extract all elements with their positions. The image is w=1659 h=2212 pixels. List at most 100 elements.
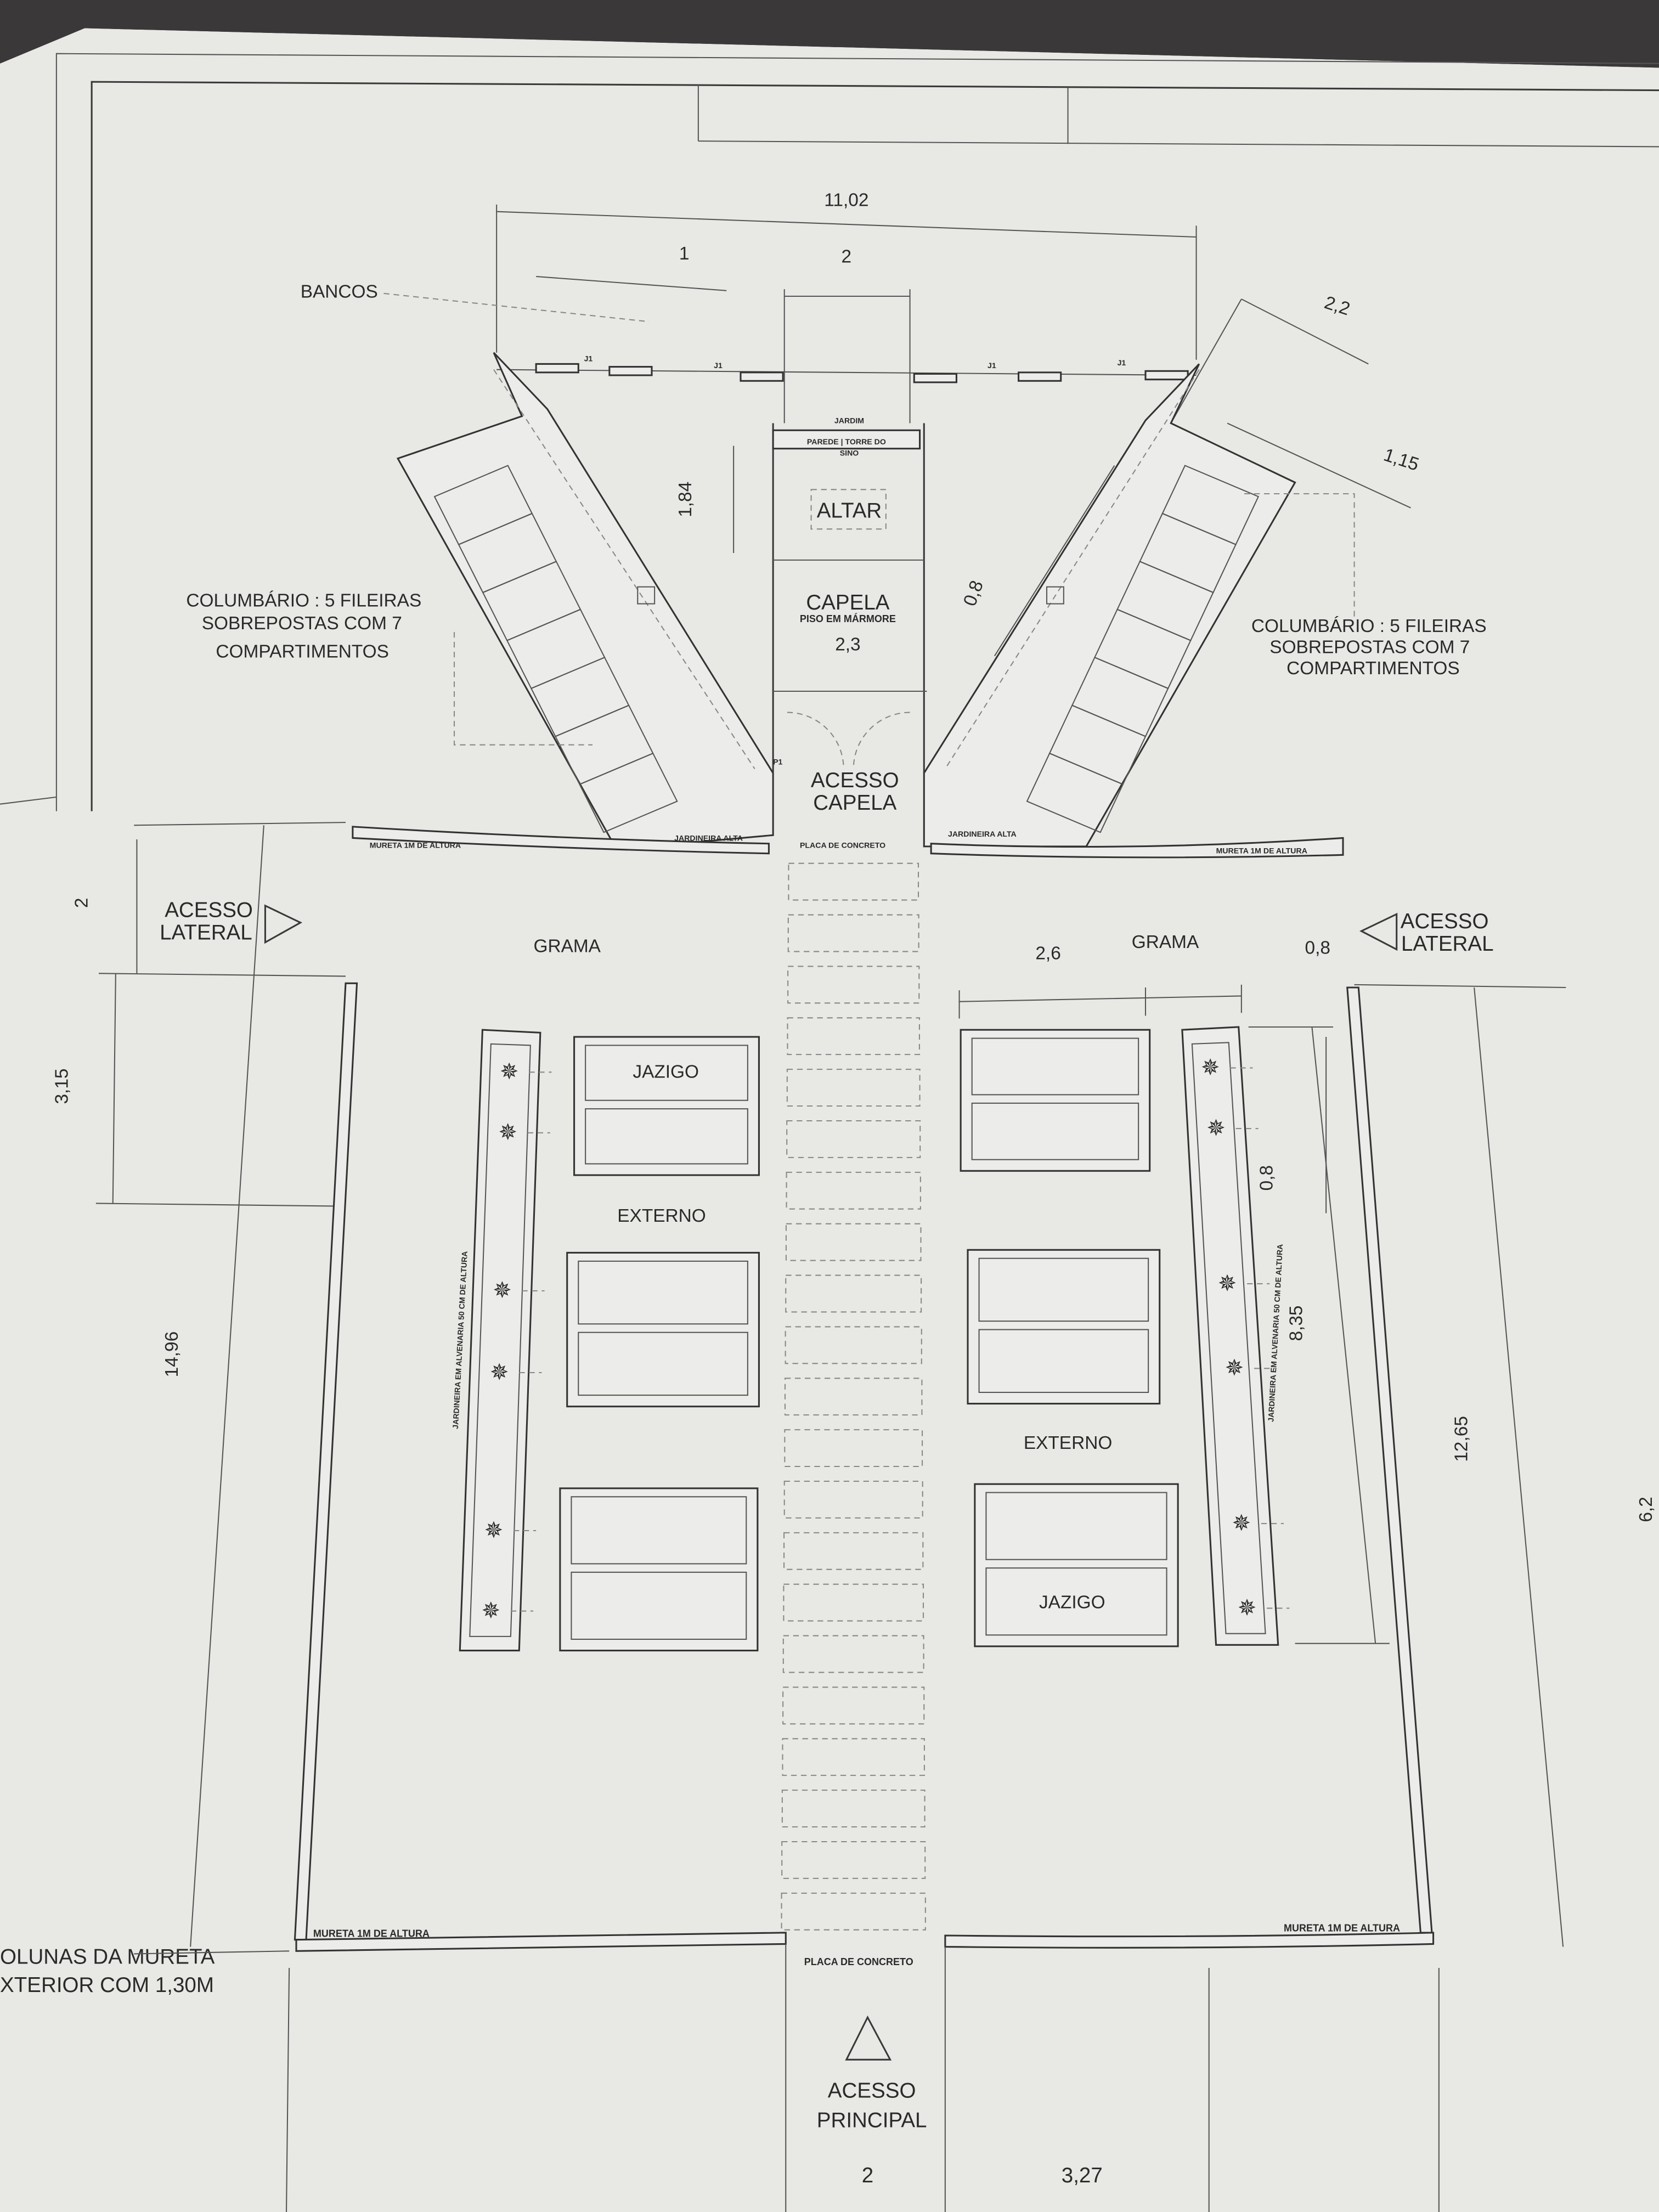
grave-slab (585, 1108, 748, 1165)
label-acesso-capela-2: CAPELA (813, 791, 896, 815)
planter-flowers: ✵✵✵✵✵✵✵✵✵✵✵✵ (482, 1054, 1290, 1623)
dim-right-total: 12,65 (1451, 1416, 1471, 1462)
grave (566, 1251, 760, 1408)
planter-right (1181, 1026, 1279, 1646)
concrete-slab (787, 966, 920, 1004)
dim-left-top: 2 (71, 898, 92, 908)
grave-slab (985, 1567, 1167, 1636)
dim-left-mid: 3,15 (52, 1068, 72, 1104)
label-externo-right: EXTERNO (1024, 1433, 1112, 1453)
label-parede: PAREDE | TORRE DO (807, 437, 886, 446)
concrete-slab (787, 1017, 920, 1056)
label-jazigo-right: JAZIGO (1039, 1592, 1105, 1612)
grave-slab (978, 1257, 1149, 1322)
flower-icon: ✵ (1232, 1510, 1251, 1536)
columbario-right-line3: COMPARTIMENTOS (1286, 658, 1460, 679)
columbario-left-line1: COLUMBÁRIO : 5 FILEIRAS (186, 591, 421, 611)
concrete-slab (781, 1841, 926, 1879)
label-externo-left: EXTERNO (617, 1206, 706, 1226)
label-capela: CAPELA (806, 591, 889, 614)
concrete-slab (787, 914, 919, 952)
dim-right-jazigo: 2,6 (1035, 944, 1060, 964)
flower-icon: ✵ (482, 1598, 500, 1623)
dim-bottom-path: 2 (862, 2164, 873, 2187)
dim-bottom-right: 3,27 (1062, 2164, 1103, 2187)
flower-icon: ✵ (484, 1517, 503, 1543)
grave (559, 1487, 759, 1652)
columbarium-niche (579, 752, 678, 833)
mureta-bottom-right (944, 1932, 1435, 1949)
concrete-slab (781, 1790, 926, 1828)
columbarium-right (1026, 465, 1260, 833)
label-jazigo-left: JAZIGO (633, 1062, 699, 1082)
label-acesso-principal-2: PRINCIPAL (817, 2109, 927, 2132)
grave-slab (585, 1045, 748, 1101)
door-swing (787, 712, 910, 769)
label-grama-left: GRAMA (533, 936, 601, 957)
columbario-right-line1: COLUMBÁRIO : 5 FILEIRAS (1251, 616, 1487, 636)
label-mureta-bottom-left: MURETA 1M DE ALTURA (313, 1928, 430, 1939)
concrete-slab (783, 1532, 924, 1570)
triangle-arrow-icon (1359, 912, 1398, 951)
page-shadow (0, 0, 1659, 68)
columbario-left-line3: COMPARTIMENTOS (216, 641, 389, 662)
concrete-slab (785, 1274, 922, 1313)
graves (559, 1029, 1179, 1652)
window (1144, 370, 1189, 381)
concrete-slab (782, 1686, 925, 1725)
columbario-left-line2: SOBREPOSTAS COM 7 (202, 613, 402, 634)
concrete-slab (786, 1171, 921, 1210)
dim-overall: 11,02 (824, 190, 868, 210)
flower-icon: ✵ (1225, 1355, 1244, 1380)
label-acesso-principal-1: ACESSO (828, 2079, 916, 2103)
grave (967, 1249, 1161, 1405)
dim-right-gap: 0,8 (1305, 938, 1330, 958)
concrete-slab (786, 1069, 921, 1107)
dim-seg2: 2 (842, 246, 852, 267)
dim-seg1: 1 (679, 244, 690, 264)
label-jardineira-alta-right: JARDINEIRA ALTA (948, 830, 1017, 838)
dim-left-total: 14,96 (162, 1331, 182, 1378)
concrete-slab (785, 1223, 922, 1261)
grave-slab (578, 1260, 748, 1325)
altar (810, 489, 887, 530)
label-j1: J1 (714, 361, 723, 370)
grave-slab (578, 1331, 748, 1396)
window (608, 366, 653, 376)
columbarium-niche (1026, 752, 1124, 833)
label-mureta-right: MURETA 1M DE ALTURA (1216, 847, 1307, 855)
grave (960, 1029, 1151, 1172)
window (535, 363, 579, 374)
flower-icon: ✵ (493, 1278, 511, 1303)
dim-chapel-width: 2,3 (835, 634, 860, 654)
label-placa-bottom: PLACA DE CONCRETO (804, 1956, 913, 1967)
grave-slab (971, 1102, 1139, 1160)
label-acesso-lateral-right-1: ACESSO (1401, 910, 1489, 933)
flower-icon: ✵ (500, 1059, 518, 1084)
grave (573, 1036, 760, 1176)
label-j1: J1 (1118, 358, 1126, 367)
grave-slab (971, 1037, 1139, 1096)
label-acesso-capela-1: ACESSO (811, 769, 899, 792)
label-acesso-lateral-left-1: ACESSO (165, 898, 253, 922)
label-mureta-left: MURETA 1M DE ALTURA (370, 840, 461, 849)
flower-icon: ✵ (1218, 1271, 1237, 1296)
label-acesso-lateral-right-2: LATERAL (1401, 932, 1494, 956)
front-wall-windows (535, 363, 1189, 383)
dim-right-jard-len: 8,35 (1286, 1305, 1306, 1341)
concrete-slab (785, 1326, 922, 1364)
label-jardineira-alta-left: JARDINEIRA ALTA (674, 834, 743, 843)
yard: 2 3,15 14,96 ACESSO LATERAL GRAMA GRAMA … (0, 822, 1656, 2212)
label-bancos: BANCOS (301, 282, 378, 302)
label-j1: J1 (584, 354, 593, 363)
flower-icon: ✵ (490, 1359, 509, 1385)
concrete-slab (788, 862, 919, 901)
chapel: 11,02 1 2 2,2 1,15 1,84 0,8 BANCOS J1 J1… (186, 190, 1487, 859)
concrete-slab (784, 1429, 923, 1468)
column-marker (637, 586, 656, 605)
planter-left (459, 1029, 541, 1652)
concrete-slab (781, 1892, 926, 1931)
label-placa-top: PLACA DE CONCRETO (800, 840, 885, 849)
window (740, 371, 784, 382)
